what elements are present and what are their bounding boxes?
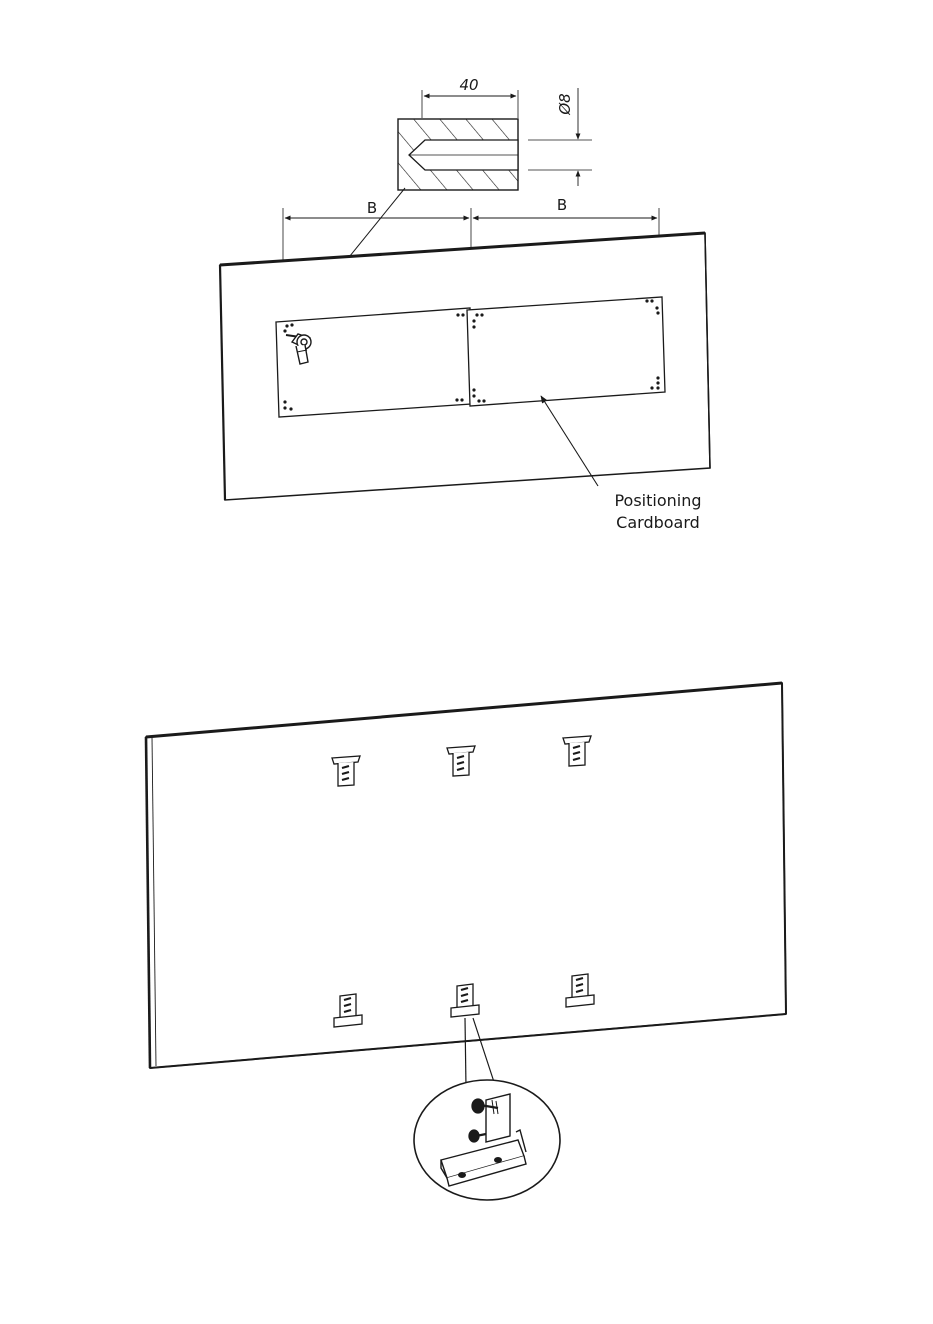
diameter-label: Ø8 xyxy=(556,93,574,115)
bracket-figure xyxy=(146,683,786,1200)
spacing-right-label: B xyxy=(557,196,567,214)
cardboard-sheet-right xyxy=(467,297,665,406)
spacing-left-label: B xyxy=(367,199,377,217)
depth-label: 40 xyxy=(459,76,478,94)
drilling-figure xyxy=(220,88,710,500)
callout-line2: Cardboard xyxy=(616,513,700,532)
bracket-detail-magnified xyxy=(414,1080,560,1200)
callout-line1: Positioning xyxy=(614,491,701,510)
